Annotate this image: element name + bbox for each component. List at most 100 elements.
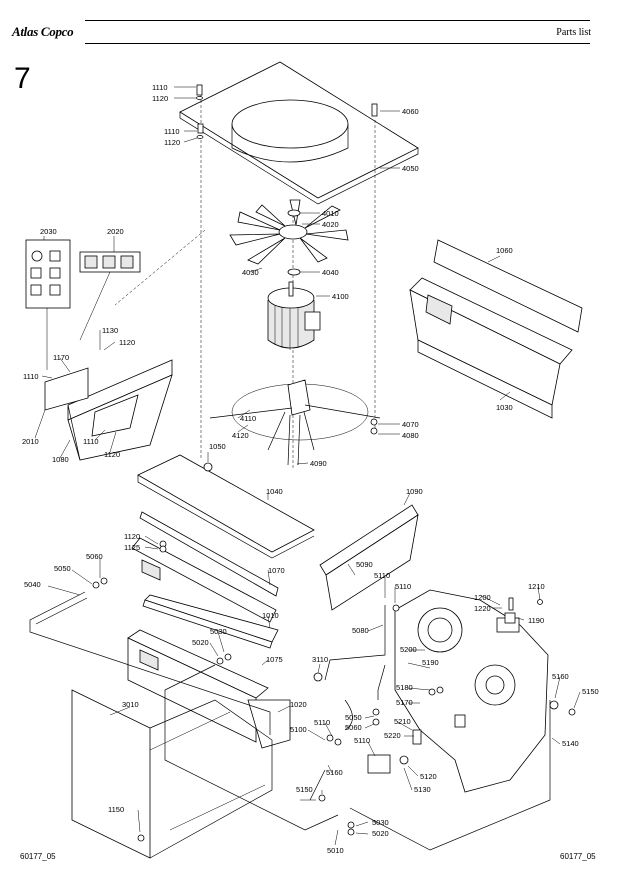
panel-1090 [319,504,419,611]
part-label: 4010 [322,209,339,218]
part-label: 1190 [528,616,544,625]
part-label: 1130 [102,326,118,335]
part-label: 5210 [394,717,411,726]
fan-4030 [229,199,349,276]
part-label: 4110 [240,414,256,423]
part-label: 2010 [22,437,39,446]
part-label: 5090 [356,560,373,569]
part-label: 5150 [296,785,313,794]
page-title: Parts list [556,27,591,38]
part-label: 1120 [119,338,135,347]
part-label: 1110 [23,372,39,381]
part-label: 1020 [290,700,307,709]
part-label: 5060 [345,723,362,732]
part-label: 2030 [40,227,57,236]
part-label: 1070 [268,566,285,575]
part-label: 1030 [496,403,513,412]
part-label: 1200 [474,593,491,602]
fittings [92,418,576,842]
part-label: 4120 [232,431,249,440]
part-label: 1090 [406,487,423,496]
part-label: 5100 [290,725,307,734]
warning-label-2020 [79,251,141,341]
part-label: 5140 [562,739,579,748]
part-label: 1040 [266,487,283,496]
part-label: 1120 [104,450,120,459]
part-label: 5060 [86,552,103,561]
part-label: 5180 [396,683,413,692]
part-label: 5110 [374,571,390,580]
compressor-element [394,589,549,793]
part-label: 1220 [474,604,491,613]
part-label: 4080 [402,431,419,440]
part-label: 1210 [528,582,545,591]
part-label: 3110 [312,655,328,664]
part-label: 5160 [552,672,569,681]
part-label: 4090 [310,459,327,468]
part-number-labels: 1110 1120 1110 1120 4060 4050 4010 4020 … [22,83,599,855]
part-label: 1150 [108,805,124,814]
part-label: 1120 [124,532,140,541]
part-label: 1125 [124,543,140,552]
part-label: 1170 [53,353,69,362]
part-label: 5020 [372,829,389,838]
footer-code-right: 60177_05 [560,852,596,861]
part-label: 1120 [152,94,168,103]
part-label: 4020 [322,220,339,229]
part-label: 1060 [496,246,513,255]
part-label: 1120 [164,138,180,147]
part-label: 4100 [332,292,349,301]
part-label: 5030 [210,627,227,636]
part-label: 5150 [582,687,599,696]
part-label: 5010 [327,846,344,855]
part-label: 3010 [122,700,139,709]
rail-1010 [142,594,279,649]
chapter-number: 7 [14,62,31,95]
pipes [29,591,551,851]
part-label: 1110 [164,127,180,136]
motor-4100 [267,281,321,350]
part-label: 5110 [354,736,370,745]
cover-1030 [409,289,561,419]
frame-3010 [71,689,273,859]
part-label: 4070 [402,420,419,429]
part-label: 1050 [209,442,226,451]
part-label: 5050 [54,564,71,573]
part-label: 5190 [422,658,439,667]
bracket-1040 [137,454,315,559]
footer-code-left: 60177_05 [20,852,56,861]
part-label: 5080 [352,626,369,635]
header-rule-top [85,20,590,21]
motor-support-4090 [209,379,381,466]
part-label: 1110 [83,437,99,446]
part-label: 4030 [242,268,259,277]
part-label: 5220 [384,731,401,740]
part-label: 1080 [52,455,69,464]
part-label: 4040 [322,268,339,277]
side-panel-1080 [67,359,173,461]
part-label: 5160 [326,768,343,777]
part-label: 1110 [152,83,168,92]
part-label: 1075 [266,655,283,664]
part-label: 5110 [314,718,330,727]
screw-1110-top [196,84,378,139]
part-label: 5170 [396,698,413,707]
warning-label-2030 [25,239,71,370]
part-label: 5130 [414,785,431,794]
part-label: 5110 [395,582,411,591]
part-label: 5040 [24,580,41,589]
label-2010-plate [44,367,89,411]
part-label: 5030 [372,818,389,827]
part-label: 5120 [420,772,437,781]
part-label: 4050 [402,164,419,173]
rail-1070 [131,511,279,623]
housing-1075 [127,629,269,743]
part-label: 5020 [192,638,209,647]
part-label: 2020 [107,227,124,236]
header-rule-bottom [85,43,590,44]
part-label: 1010 [262,611,279,620]
block-1020 [247,699,291,749]
top-plate-4050 [179,61,419,205]
part-label: 5050 [345,713,362,722]
